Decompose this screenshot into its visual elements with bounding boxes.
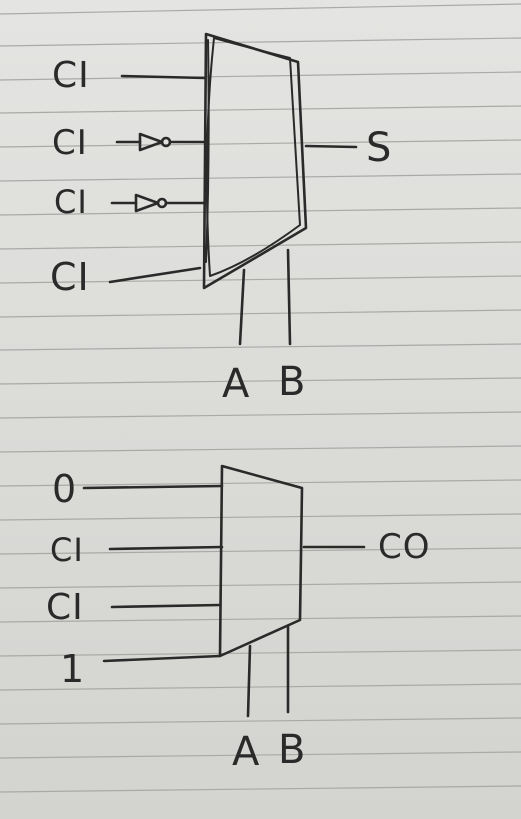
top-input-label-4: CI <box>50 255 90 299</box>
top-select-wire-a <box>238 268 246 346</box>
bottom-input-wire-3 <box>110 603 222 609</box>
bottom-input-label-2: CI <box>50 531 84 569</box>
bottom-input-wire-4 <box>102 654 222 663</box>
top-mux <box>108 32 358 346</box>
bottom-input-label-3: CI <box>46 587 84 628</box>
bottom-input-wire-2 <box>108 545 224 551</box>
top-inverter-2 <box>134 193 207 213</box>
top-input-label-2: CI <box>52 123 88 163</box>
top-select-wire-b <box>286 248 292 346</box>
bottom-input-label-1: 0 <box>52 467 78 511</box>
bottom-select-label-b: B <box>278 727 307 773</box>
top-input-wire-1 <box>120 74 207 80</box>
paper-rules <box>0 3 521 793</box>
top-input-wire-4 <box>108 266 202 284</box>
bottom-select-label-a: A <box>232 729 261 775</box>
top-input-label-3: CI <box>54 183 88 221</box>
bottom-input-wire-1 <box>82 484 224 490</box>
top-input-label-1: CI <box>52 55 90 96</box>
bottom-select-wire-a <box>246 644 252 718</box>
bottom-output-label: CO <box>378 527 431 567</box>
top-select-label-b: B <box>278 359 307 405</box>
bottom-mux <box>82 464 366 718</box>
top-inverter-1 <box>138 132 207 152</box>
bottom-mux-body <box>218 464 304 658</box>
bottom-input-label-4: 1 <box>60 647 86 691</box>
top-output-wire <box>304 144 358 149</box>
top-select-label-a: A <box>222 361 251 407</box>
top-output-label: S <box>366 125 393 171</box>
